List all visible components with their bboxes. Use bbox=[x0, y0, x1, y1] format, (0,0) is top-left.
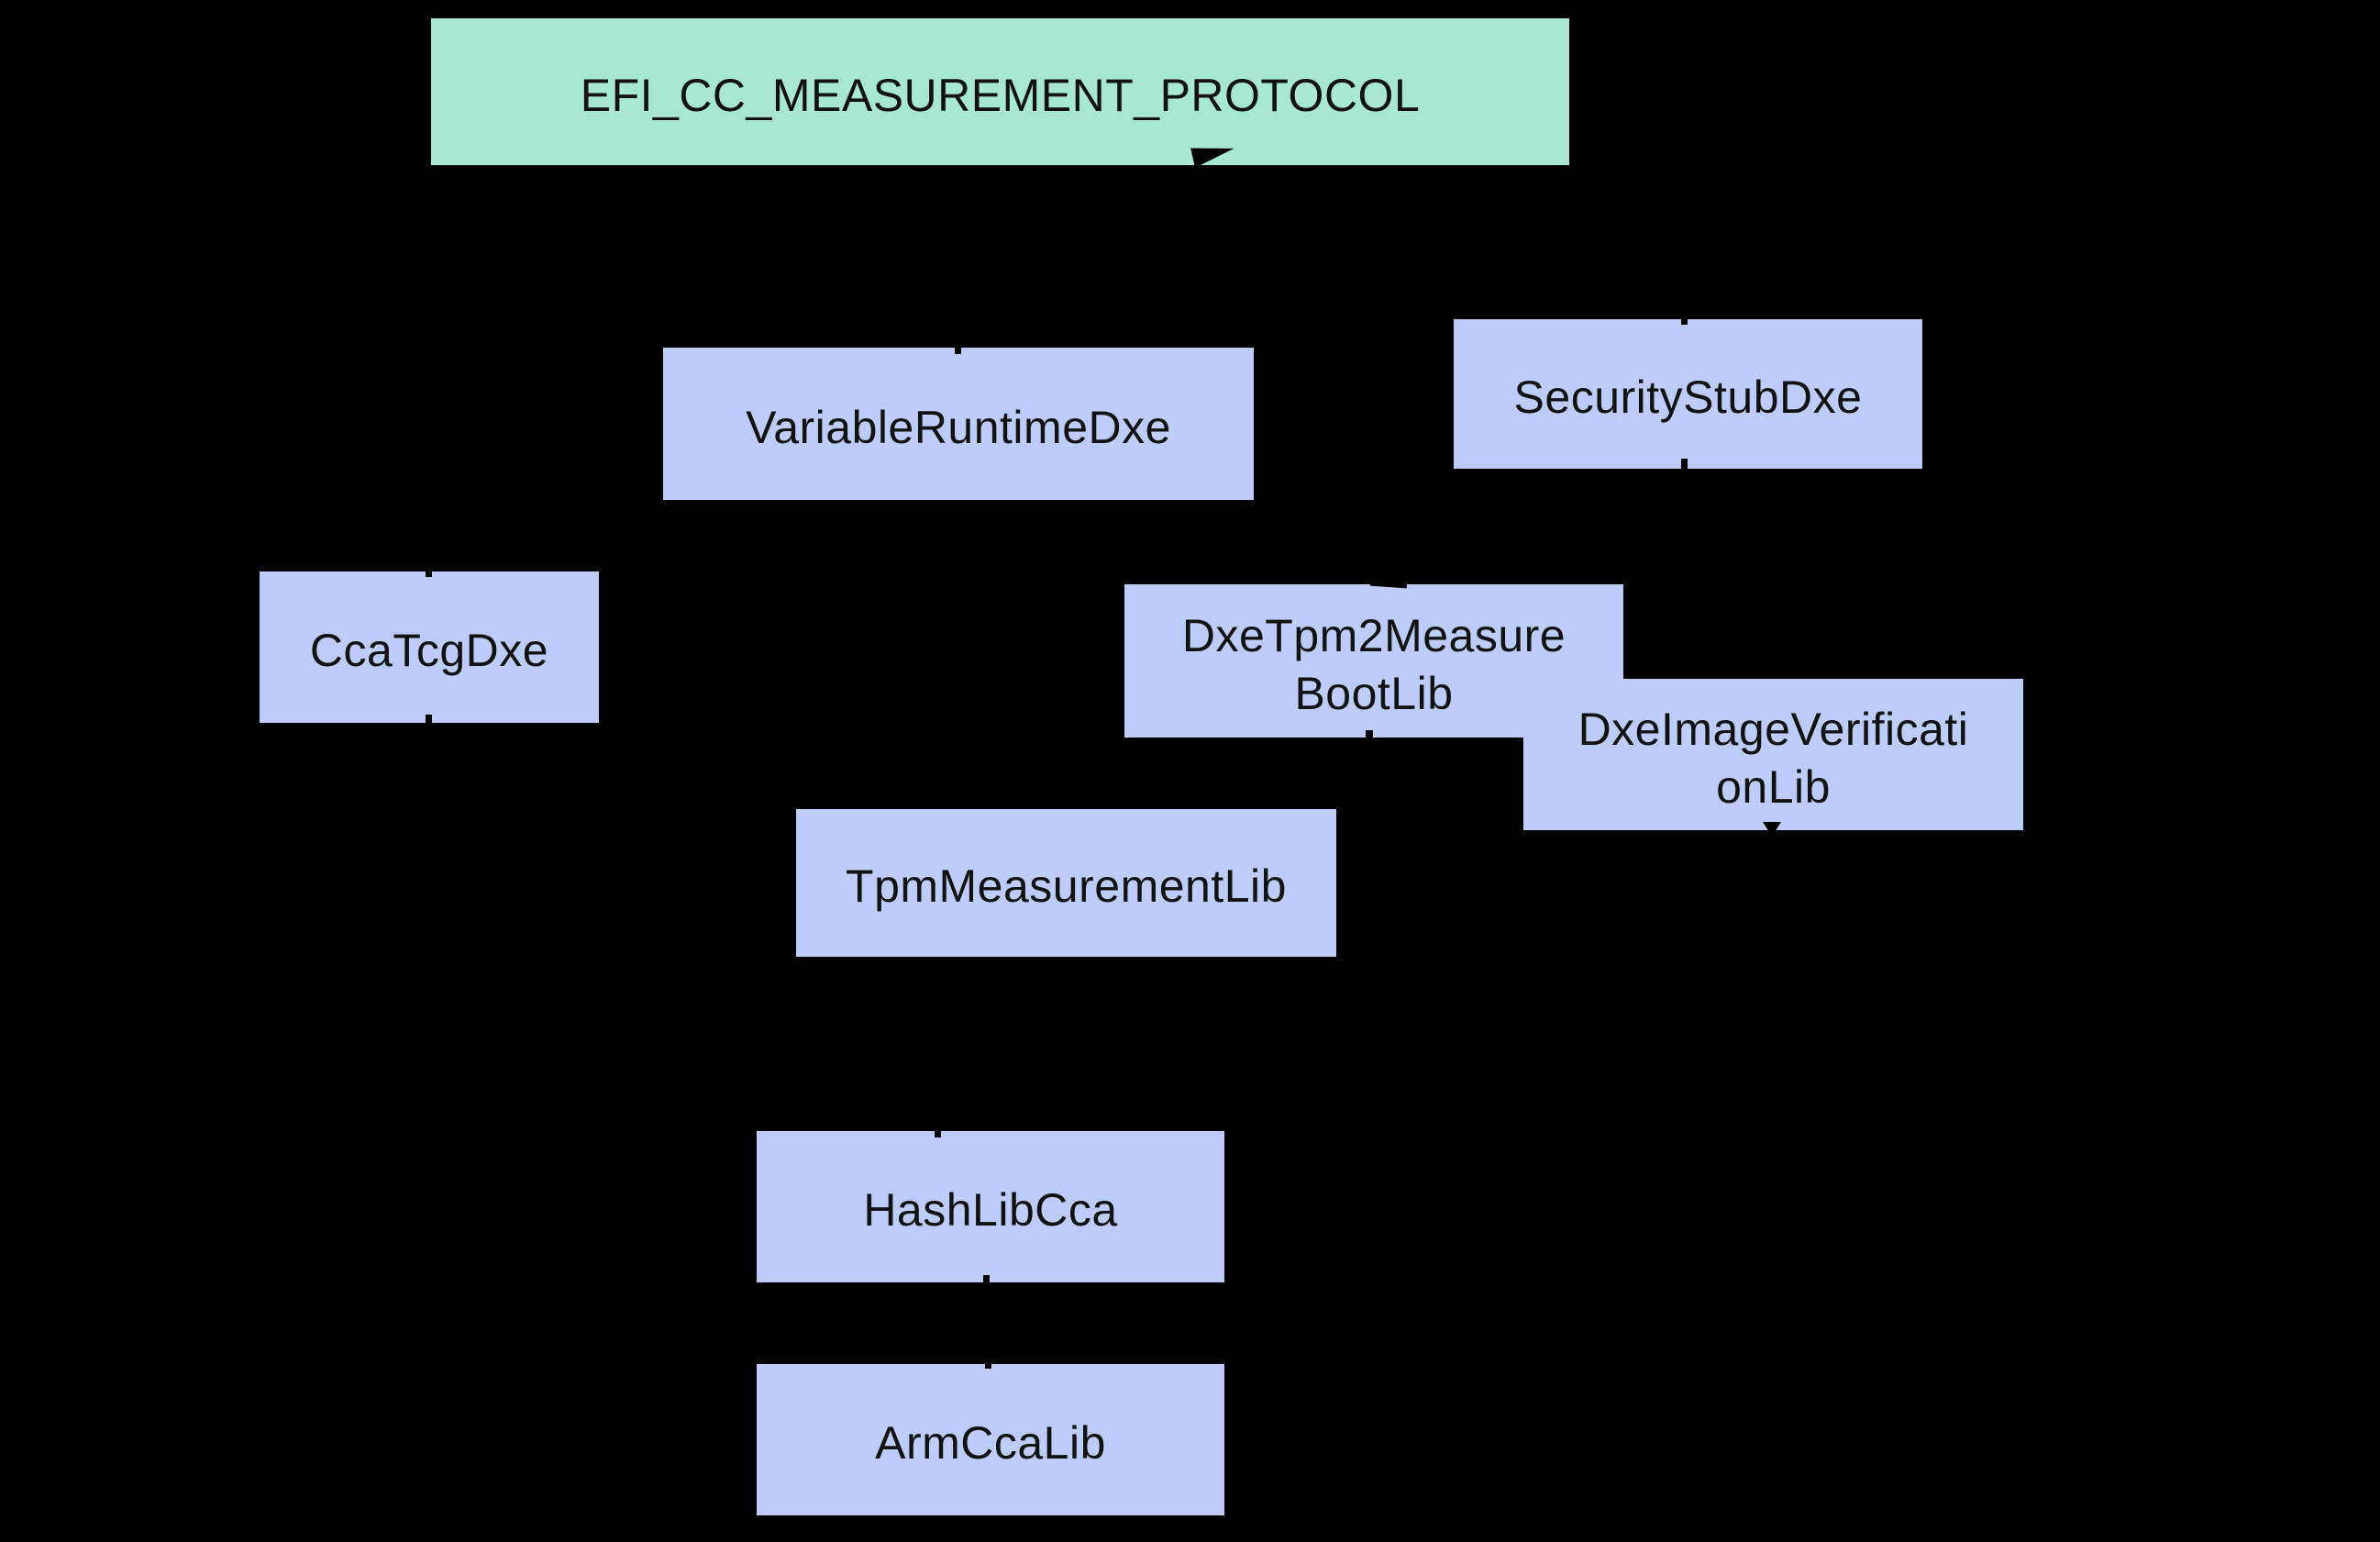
node-variable-runtime-dxe: VariableRuntimeDxe bbox=[663, 348, 1254, 500]
node-label: EFI_CC_MEASUREMENT_PROTOCOL bbox=[580, 69, 1421, 121]
node-efi-cc-measurement-protocol: EFI_CC_MEASUREMENT_PROTOCOL bbox=[431, 18, 1569, 165]
node-cca-tcg-dxe: CcaTcgDxe bbox=[260, 571, 599, 723]
node-label: CcaTcgDxe bbox=[309, 625, 549, 676]
node-label: ArmCcaLib bbox=[875, 1417, 1106, 1469]
node-label-line-1: DxeImageVerificati bbox=[1577, 703, 1969, 755]
node-dxe-image-verification-lib: DxeImageVerificati onLib bbox=[1523, 679, 2023, 830]
connector-fragment bbox=[426, 564, 432, 577]
connector-fragment bbox=[935, 1128, 941, 1137]
connector-fragment bbox=[1366, 730, 1373, 743]
node-label-line-2: onLib bbox=[1716, 760, 1831, 813]
node-security-stub-dxe: SecurityStubDxe bbox=[1454, 319, 1922, 469]
node-label: HashLibCca bbox=[863, 1184, 1118, 1236]
connector-fragment bbox=[1681, 310, 1688, 325]
connector-fragment bbox=[983, 1275, 990, 1286]
node-label: VariableRuntimeDxe bbox=[746, 401, 1171, 453]
arrowhead-icon bbox=[1763, 822, 1781, 837]
connector-fragment bbox=[1681, 459, 1688, 473]
node-tpm-measurement-lib: TpmMeasurementLib bbox=[796, 809, 1336, 957]
connector-fragment bbox=[955, 341, 961, 354]
node-hash-lib-cca: HashLibCca bbox=[757, 1131, 1224, 1282]
connector-fragment bbox=[426, 715, 432, 727]
node-label-line-2: BootLib bbox=[1294, 667, 1454, 719]
connector-fragment bbox=[985, 1359, 991, 1369]
node-label: SecurityStubDxe bbox=[1513, 372, 1863, 423]
node-dxe-tpm2-measure-boot-lib: DxeTpm2Measure BootLib bbox=[1124, 584, 1623, 738]
node-label: TpmMeasurementLib bbox=[846, 860, 1287, 912]
node-arm-cca-lib: ArmCcaLib bbox=[757, 1364, 1224, 1515]
node-label-line-1: DxeTpm2Measure bbox=[1181, 609, 1566, 661]
